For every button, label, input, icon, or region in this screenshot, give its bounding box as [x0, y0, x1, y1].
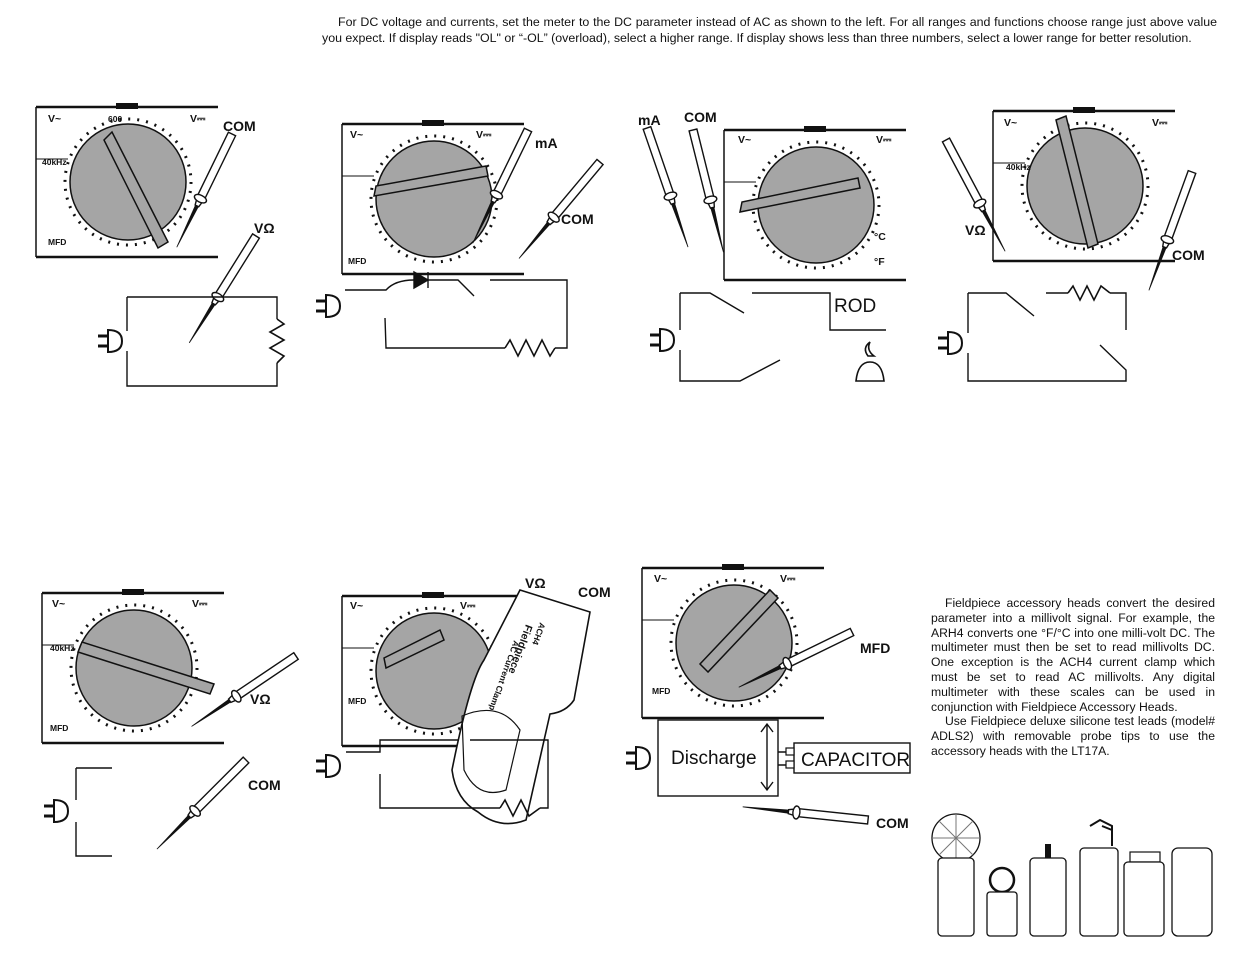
resistor-symbol — [504, 338, 556, 358]
rod-label: ROD — [834, 296, 876, 317]
figure-ac-voltage: V~ V⎓ 40kHz MFD 600 COM VΩ — [34, 101, 286, 387]
power-plug — [42, 798, 70, 824]
resistor-symbol — [499, 798, 541, 818]
dial-v-ac-label: V~ — [738, 134, 751, 146]
power-plug — [648, 327, 676, 353]
deg-f-label: °F — [874, 256, 885, 268]
v-ohm-label: VΩ — [525, 575, 546, 591]
accessory-heads-illustration — [931, 813, 1213, 937]
dial-v-ac-label: V~ — [52, 598, 65, 610]
dial-knob[interactable] — [383, 628, 445, 670]
clamp-head — [986, 866, 1018, 937]
capacitor-label: CAPACITOR — [801, 750, 910, 771]
accessory-paragraph-1: Fieldpiece accessory heads convert the d… — [931, 596, 1215, 714]
dial-v-dc-label: V⎓ — [190, 113, 206, 125]
dial-v-ac-label: V~ — [1004, 117, 1017, 129]
discharge-box — [657, 719, 779, 797]
flame-icon — [855, 341, 885, 382]
com-label: COM — [684, 109, 717, 125]
com-label: COM — [248, 777, 281, 793]
accessory-heads-text: Fieldpiece accessory heads convert the d… — [931, 596, 1215, 759]
clamp-body — [451, 589, 591, 825]
v-ohm-label: VΩ — [254, 220, 275, 236]
dial-mfd-label: MFD — [348, 256, 366, 266]
com-label: COM — [578, 584, 611, 600]
dial-v-ac-label: V~ — [350, 129, 363, 141]
v-ohm-label: VΩ — [965, 222, 986, 238]
figure-resistance: V~ V⎓ 40kHz VΩ COM — [936, 105, 1205, 382]
anemometer-head — [931, 813, 981, 937]
resistor-symbol — [268, 318, 286, 364]
figure-current-clamp: V~ V⎓ MFD Fieldpiece AC Current Clamp AC… — [314, 575, 611, 825]
dial-40khz-label: 40kHz — [50, 643, 75, 653]
ma-probe — [640, 125, 695, 250]
meter-dial — [991, 105, 1177, 263]
capacitor-box — [793, 742, 911, 774]
dial-v-dc-label: V⎓ — [476, 129, 492, 141]
top-note: For DC voltage and currents, set the met… — [322, 15, 1217, 45]
dial-v-dc-label: V⎓ — [1152, 117, 1168, 129]
dial-knob[interactable] — [103, 130, 169, 250]
humidity-head — [1171, 847, 1213, 937]
dial-mfd-label: MFD — [50, 723, 68, 733]
dial-knob[interactable] — [1055, 114, 1099, 250]
pressure-head — [1079, 818, 1119, 937]
com-label: COM — [561, 211, 594, 227]
com-probe — [1142, 169, 1199, 294]
v-ohm-label: VΩ — [250, 691, 271, 707]
dial-mfd-label: MFD — [652, 686, 670, 696]
ma-label: mA — [638, 112, 661, 128]
dial-40khz-label: 40kHz — [1006, 162, 1031, 172]
power-plug — [936, 330, 964, 356]
power-plug — [314, 753, 342, 779]
dial-v-dc-label: V⎓ — [780, 573, 796, 585]
ma-label: mA — [535, 135, 558, 151]
v-ohm-probe — [183, 231, 263, 347]
figure-voltage-continuity: V~ V⎓ 40kHz MFD VΩ COM — [40, 587, 301, 857]
dial-v-dc-label: V⎓ — [460, 600, 476, 612]
deg-c-label: °C — [874, 231, 886, 243]
dial-600-label: 600 — [108, 114, 122, 124]
power-plug — [624, 745, 652, 771]
dial-v-ac-label: V~ — [48, 113, 61, 125]
com-label: COM — [876, 815, 909, 831]
dial-v-ac-label: V~ — [654, 573, 667, 585]
temperature-head — [1029, 844, 1067, 937]
dial-v-ac-label: V~ — [350, 600, 363, 612]
dial-knob[interactable] — [373, 165, 489, 197]
figure-capacitor: V~ V⎓ MFD MFD COM Discharge CAPACITOR — [624, 562, 911, 831]
dial-knob[interactable] — [77, 641, 215, 695]
com-label: COM — [223, 118, 256, 134]
dial-knob[interactable] — [698, 588, 780, 674]
vacuum-head — [1123, 851, 1165, 937]
dial-v-dc-label: V⎓ — [876, 134, 892, 146]
mfd-label: MFD — [860, 640, 890, 656]
power-plug — [314, 293, 342, 319]
dial-40khz-label: 40kHz — [42, 157, 67, 167]
dial-v-dc-label: V⎓ — [192, 598, 208, 610]
resistor-symbol — [1067, 284, 1111, 302]
dial-knob[interactable] — [739, 177, 861, 213]
accessory-paragraph-2: Use Fieldpiece deluxe silicone test lead… — [931, 714, 1215, 758]
com-probe — [741, 799, 870, 828]
power-plug — [96, 328, 124, 354]
discharge-label: Discharge — [671, 748, 757, 769]
com-label: COM — [1172, 247, 1205, 263]
com-probe — [151, 754, 252, 855]
diode-symbol — [413, 270, 430, 290]
dial-mfd-label: MFD — [48, 237, 66, 247]
figure-ac-current: V~ V⎓ MFD mA COM — [314, 118, 606, 358]
figure-temperature: V~ V⎓ °C °F mA COM ROD — [638, 109, 908, 382]
dial-mfd-label: MFD — [348, 696, 366, 706]
